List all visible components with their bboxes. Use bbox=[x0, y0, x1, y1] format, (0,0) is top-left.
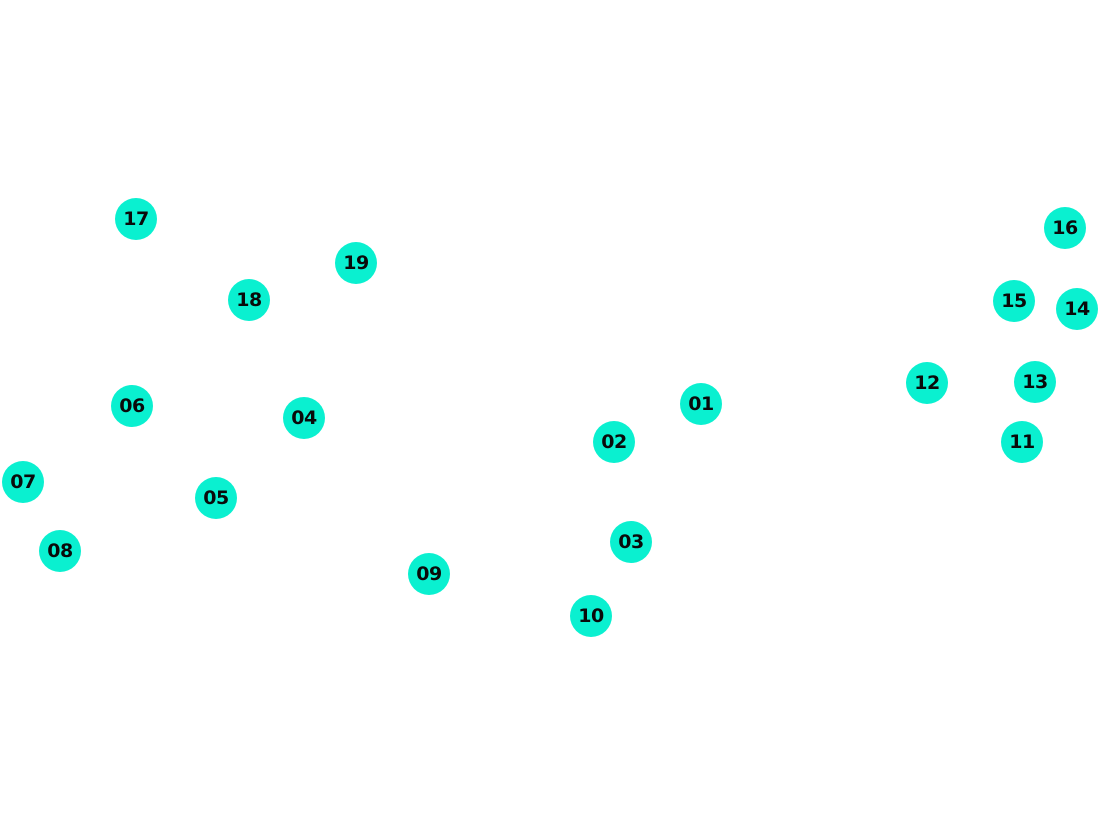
marker-label: 17 bbox=[123, 207, 149, 230]
marker-12[interactable]: 12 bbox=[906, 362, 948, 404]
marker-09[interactable]: 09 bbox=[408, 553, 450, 595]
marker-label: 02 bbox=[601, 430, 627, 453]
marker-label: 12 bbox=[914, 371, 940, 394]
marker-label: 04 bbox=[291, 406, 317, 429]
marker-label: 14 bbox=[1064, 297, 1090, 320]
marker-label: 16 bbox=[1052, 216, 1078, 239]
marker-label: 15 bbox=[1001, 289, 1027, 312]
marker-label: 19 bbox=[343, 251, 369, 274]
marker-label: 05 bbox=[203, 486, 229, 509]
marker-16[interactable]: 16 bbox=[1044, 207, 1086, 249]
marker-07[interactable]: 07 bbox=[2, 461, 44, 503]
marker-05[interactable]: 05 bbox=[195, 477, 237, 519]
marker-label: 01 bbox=[688, 392, 714, 415]
marker-10[interactable]: 10 bbox=[570, 595, 612, 637]
marker-18[interactable]: 18 bbox=[228, 279, 270, 321]
marker-04[interactable]: 04 bbox=[283, 397, 325, 439]
marker-label: 18 bbox=[236, 288, 262, 311]
marker-13[interactable]: 13 bbox=[1014, 361, 1056, 403]
marker-label: 13 bbox=[1022, 370, 1048, 393]
marker-11[interactable]: 11 bbox=[1001, 421, 1043, 463]
marker-label: 07 bbox=[10, 470, 36, 493]
marker-19[interactable]: 19 bbox=[335, 242, 377, 284]
marker-02[interactable]: 02 bbox=[593, 421, 635, 463]
marker-label: 10 bbox=[578, 604, 604, 627]
marker-17[interactable]: 17 bbox=[115, 198, 157, 240]
marker-label: 08 bbox=[47, 539, 73, 562]
marker-label: 06 bbox=[119, 394, 145, 417]
marker-label: 11 bbox=[1009, 430, 1035, 453]
marker-08[interactable]: 08 bbox=[39, 530, 81, 572]
marker-15[interactable]: 15 bbox=[993, 280, 1035, 322]
marker-14[interactable]: 14 bbox=[1056, 288, 1098, 330]
marker-06[interactable]: 06 bbox=[111, 385, 153, 427]
marker-label: 03 bbox=[618, 530, 644, 553]
marker-03[interactable]: 03 bbox=[610, 521, 652, 563]
marker-01[interactable]: 01 bbox=[680, 383, 722, 425]
marker-label: 09 bbox=[416, 562, 442, 585]
